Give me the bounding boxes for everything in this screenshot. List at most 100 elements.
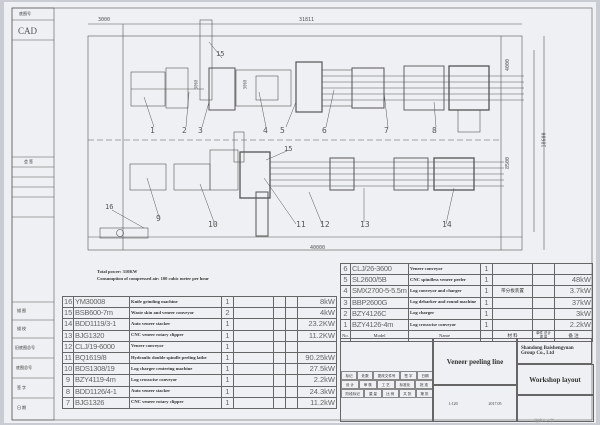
- balloon-15-top: 15: [216, 50, 225, 58]
- side-label: 描 图: [17, 308, 26, 313]
- revision-cell: 批 准: [415, 380, 433, 389]
- part-name: CNC veneer rotary clipper: [129, 396, 222, 409]
- drawing-sheet: 底图号 CAD 会 签 描 图 描 校 旧底图总号 底图总号 签 字 日 期 3…: [4, 2, 596, 423]
- part-no: 10: [62, 363, 74, 376]
- side-label: 签 字: [17, 385, 26, 390]
- part-no: 14: [62, 318, 74, 331]
- balloon-5: 5: [280, 126, 285, 135]
- watermark: 瑞峰人才学: [534, 418, 554, 423]
- balloon-16: 16: [105, 203, 114, 211]
- revision-cell: 第 张: [415, 389, 433, 398]
- part-qty: 1: [221, 351, 234, 365]
- part-name: CNC veneer rotary clipper: [129, 329, 222, 342]
- part-model: BDD1119/3-1: [73, 318, 130, 331]
- part-model: BDD1126/4-1: [73, 385, 130, 398]
- part-no: 2: [340, 307, 351, 320]
- side-mid-label: 会 签: [24, 159, 33, 164]
- part-qty: 1: [480, 296, 493, 309]
- balloon-7: 7: [384, 126, 389, 135]
- revision-cell: 处数: [357, 371, 374, 380]
- layout-drawing: [11, 7, 593, 421]
- scale-value: 1:120: [448, 400, 458, 406]
- part-power: 24.3kW: [297, 385, 337, 398]
- part-power: 3kW: [554, 307, 593, 320]
- balloon-9: 9: [156, 214, 161, 223]
- part-no: 7: [62, 396, 74, 409]
- parts-header-row: No. Model Name 材 料 单件 总计 重 量 备 注: [340, 330, 593, 343]
- date-value: 2017.05: [488, 400, 502, 406]
- part-power: 11.2kW: [297, 396, 337, 409]
- part-no: 15: [62, 307, 74, 320]
- side-block-frame: [11, 7, 55, 421]
- part-no: 12: [62, 340, 74, 353]
- part-model: SL2600/5B: [350, 274, 409, 287]
- part-model: BJG1326: [73, 396, 130, 409]
- part-qty: 1: [221, 318, 234, 331]
- part-material: [492, 296, 533, 309]
- part-power: [297, 340, 337, 353]
- part-name: Log crosswise conveyor: [408, 318, 481, 332]
- part-model: BZY4126-4m: [350, 318, 409, 332]
- part-material: [492, 274, 533, 287]
- part-model: BQ1619/8: [73, 351, 130, 365]
- balloon-10: 10: [208, 220, 218, 229]
- revision-cell: 阶段标记: [341, 389, 365, 398]
- part-power: 11.2KW: [297, 329, 337, 342]
- part-qty: 1: [221, 363, 234, 376]
- revision-cell: 共 张: [398, 389, 416, 398]
- balloon-6: 6: [322, 126, 327, 135]
- part-power: 8kW: [297, 295, 337, 309]
- part-name: Log debarker and round machine: [408, 296, 481, 309]
- balloon-3: 3: [198, 126, 203, 135]
- part-model: BSB600-7m: [73, 307, 130, 320]
- part-power: 4kW: [297, 307, 337, 320]
- company-name: Shandong Baishengyuan Group Co., Ltd: [516, 338, 592, 364]
- part-power: 23.2KW: [297, 318, 337, 331]
- air-consumption-note: Consumption of compressed air: 100 cubic…: [97, 276, 209, 281]
- part-qty: 1: [221, 385, 234, 398]
- balloon-8: 8: [432, 126, 437, 135]
- scale-block: 1:120 2017.05: [432, 384, 518, 422]
- balloon-12: 12: [320, 220, 330, 229]
- revision-cell: 签 字: [399, 371, 417, 380]
- balloon-1: 1: [150, 126, 155, 135]
- part-name: Log crosswise conveyor: [129, 374, 222, 387]
- revision-cell: 更改文件号: [373, 371, 400, 380]
- balloon-14: 14: [442, 220, 452, 229]
- part-power: 37kW: [554, 296, 593, 309]
- dim-right-b: 8500: [505, 156, 512, 170]
- part-power: 27.5kW: [297, 363, 337, 376]
- part-power: 2.2kW: [297, 374, 337, 387]
- part-qty: 1: [221, 340, 234, 353]
- revision-cell: 审 核: [358, 380, 377, 389]
- part-power: 48kW: [554, 274, 593, 287]
- part-model: BZY4119-4m: [73, 374, 130, 387]
- side-label: 旧底图总号: [15, 345, 35, 350]
- part-qty: 1: [221, 374, 234, 387]
- part-no: 13: [62, 329, 74, 342]
- balloon-11: 11: [296, 220, 306, 229]
- part-qty: 1: [480, 274, 493, 287]
- part-model: BDS1308/19: [73, 363, 130, 376]
- dim-right-total: 18600: [541, 132, 548, 148]
- part-no: 8: [62, 385, 74, 398]
- revision-block: 标记处数更改文件号签 字日期设 计审 核工 艺标准化批 准阶段标记重 量比 例共…: [340, 338, 434, 422]
- revision-cell: 比 例: [381, 389, 399, 398]
- part-name: Knife grinding machine: [129, 295, 222, 309]
- dim-right-a: 4000: [505, 58, 512, 72]
- part-name: Auto veneer stacker: [129, 318, 222, 331]
- part-model: BBP2600G: [350, 296, 409, 309]
- part-material: [492, 318, 533, 332]
- part-name: Waste skin and veneer conveyor: [129, 307, 222, 320]
